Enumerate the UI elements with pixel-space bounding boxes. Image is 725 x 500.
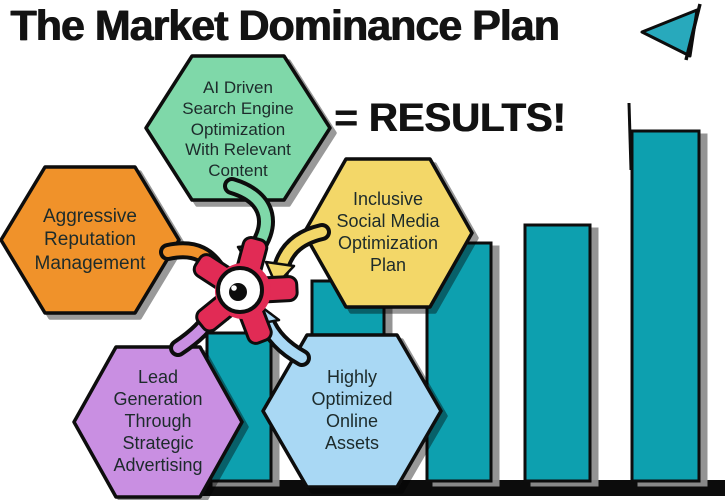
results-bars — [205, 129, 701, 483]
cursor-slash — [684, 3, 702, 61]
page-title: The Market Dominance Plan — [10, 2, 560, 50]
teal-triangle-cursor-icon — [640, 3, 702, 61]
hexagon-label-social-media: Inclusive Social Media Optimization Plan — [336, 189, 440, 275]
hexagon-online-assets — [261, 333, 443, 489]
hexagon-label-lead-generation: Lead Generation Through Strategic Advert… — [113, 367, 203, 475]
hexagon-lead-generation — [72, 345, 244, 499]
bar — [523, 223, 592, 483]
eye-pupil — [229, 283, 247, 301]
hexagon-label-online-assets: Highly Optimized Online Assets — [311, 367, 393, 453]
bar — [630, 129, 701, 483]
eye-glint — [231, 285, 237, 291]
hexagon-label-ai-seo: AI Driven Search Engine Optimization Wit… — [182, 78, 294, 181]
sketch-stroke — [627, 102, 633, 171]
hexagon-label-reputation: Aggressive Reputation Management — [34, 206, 146, 274]
bar — [425, 241, 493, 483]
hexagon-ai-seo — [144, 54, 332, 202]
results-label: = RESULTS! — [334, 96, 566, 140]
pinwheel-eye-icon — [192, 236, 299, 345]
hexagon-reputation — [0, 165, 181, 315]
eye-icon — [216, 266, 264, 314]
